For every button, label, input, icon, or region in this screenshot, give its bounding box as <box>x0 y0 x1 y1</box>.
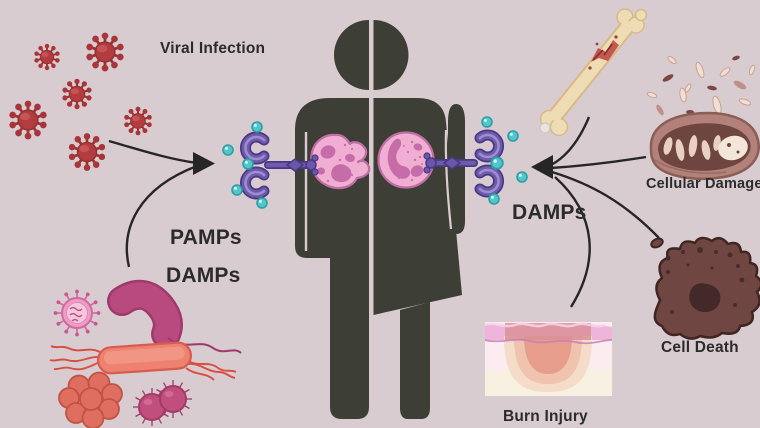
staphylococcus-cluster-icon <box>58 371 123 428</box>
arrow-right-group <box>531 116 660 308</box>
toll-like-receptor-right-icon <box>423 129 504 198</box>
virus-particles-icon <box>8 33 152 171</box>
head-right-half <box>373 20 409 90</box>
bacillus-bacterium-icon <box>49 341 237 381</box>
arrow-curve-from-bacteria <box>125 164 198 268</box>
body-female-leg <box>400 302 430 419</box>
arrow-curve-from-burn <box>554 176 591 308</box>
arrow-curve-from-viruses <box>108 139 198 165</box>
pamps-label: PAMPs <box>170 226 242 249</box>
fractured-bone-icon <box>539 8 648 137</box>
split-human-silhouette <box>295 20 465 419</box>
body-female-arm <box>448 104 465 234</box>
damaged-mitochondrion-icon <box>646 55 760 181</box>
damps-left-label: DAMPs <box>166 264 241 287</box>
arrow-curve-from-mitochondrion <box>550 155 647 170</box>
arrow-curve-from-bone <box>550 116 591 167</box>
diplococcus-pair-icon <box>132 379 193 427</box>
cell-death-label: Cell Death <box>661 339 739 356</box>
toll-like-receptor-left-icon <box>240 131 319 200</box>
monocyte-cell-icon <box>377 131 435 189</box>
burn-injury-label: Burn Injury <box>503 408 588 425</box>
dying-cell-icon <box>650 236 760 340</box>
viral-infection-label: Viral Infection <box>160 40 266 57</box>
female-arm-separator <box>444 129 453 230</box>
arrow-left-group <box>108 139 215 268</box>
damps-right-label: DAMPs <box>512 201 587 224</box>
arrowhead-left <box>193 152 215 175</box>
head-left-half <box>334 20 369 90</box>
enveloped-virus-icon <box>52 288 102 338</box>
arrow-curve-from-cell-death <box>551 170 660 239</box>
burned-skin-icon <box>484 322 613 396</box>
arrowhead-right <box>531 155 553 179</box>
cellular-damage-label: Cellular Damage <box>646 176 760 192</box>
mitochondrion-fragments <box>646 55 756 116</box>
